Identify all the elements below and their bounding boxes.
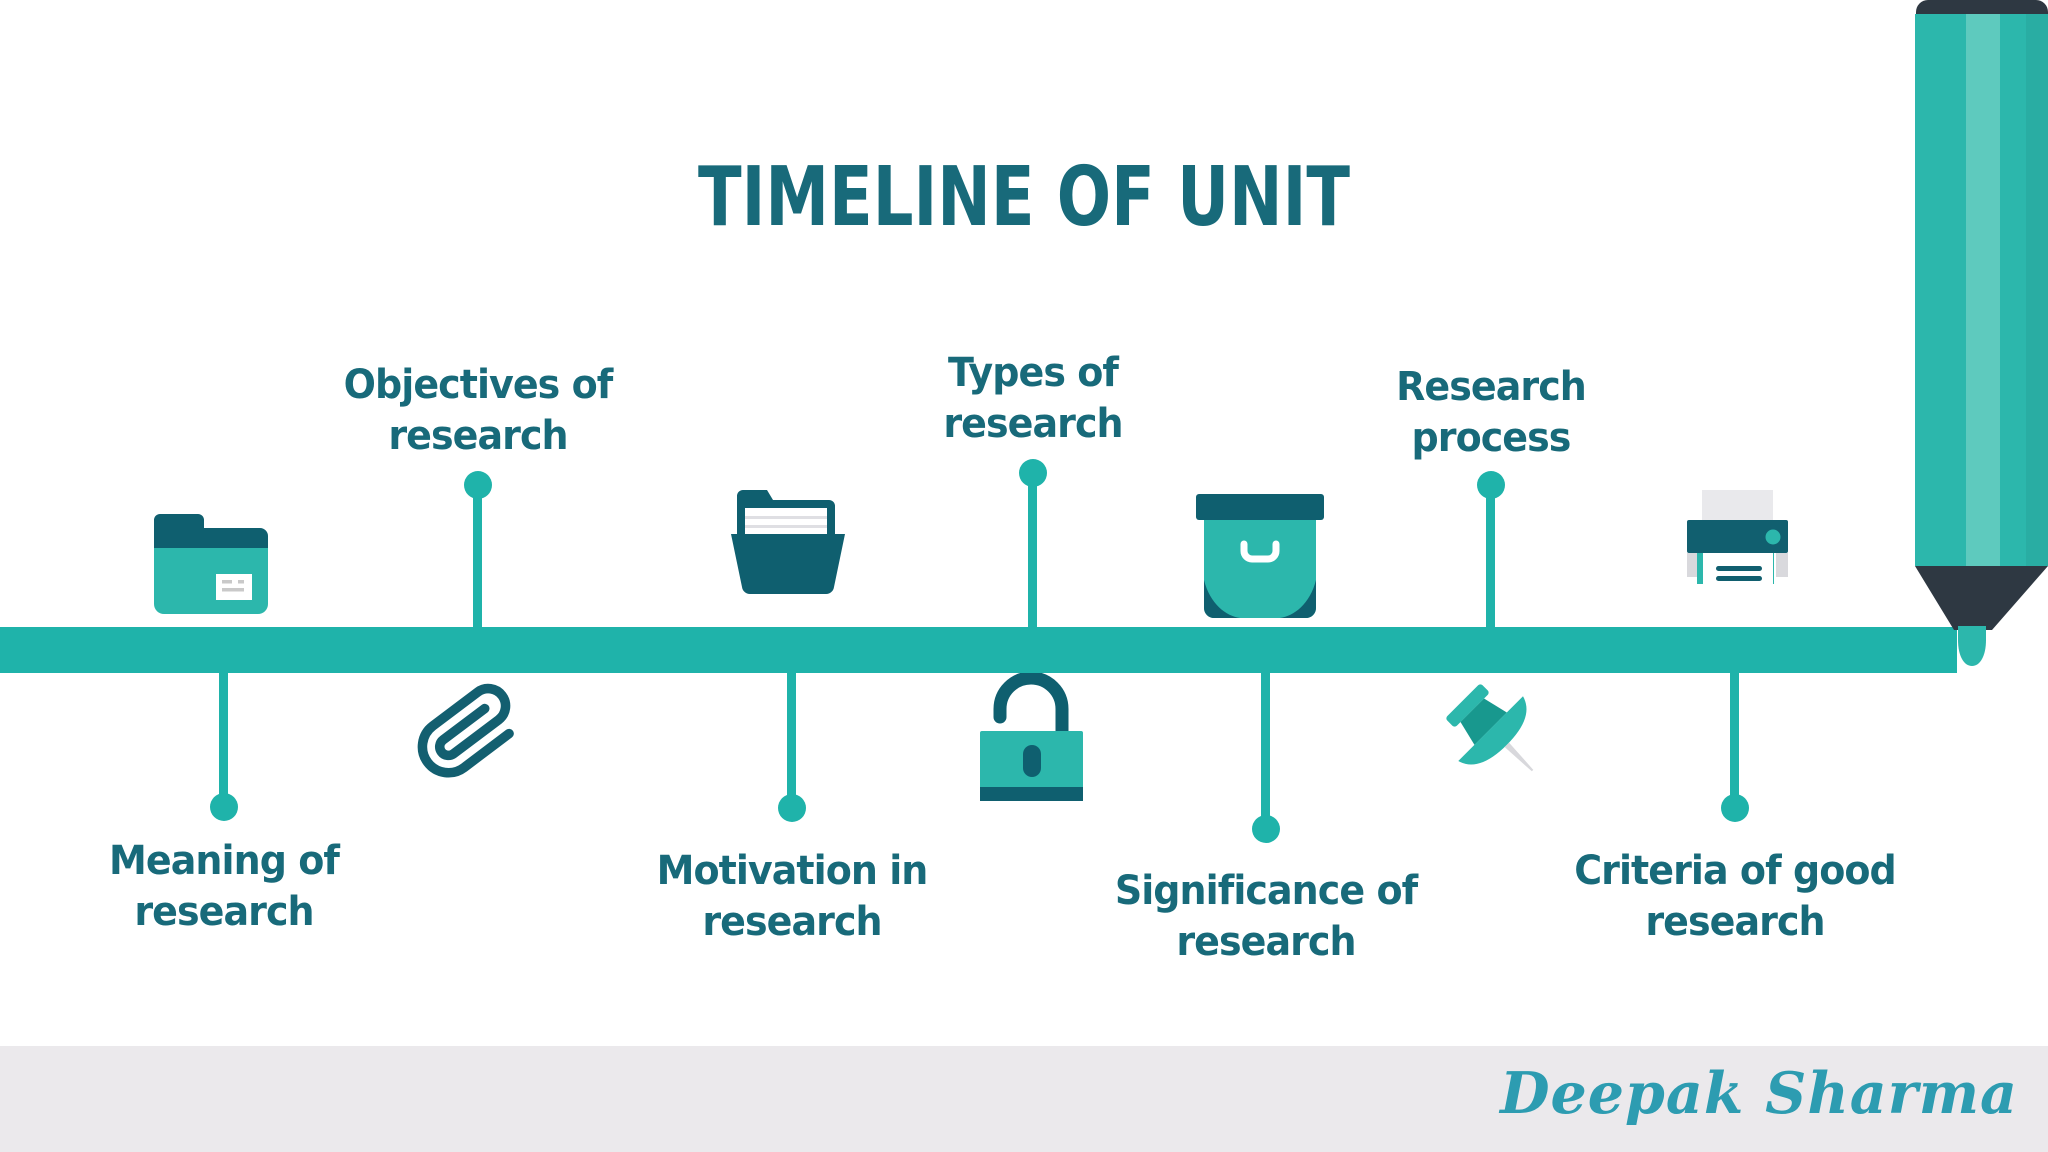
- timeline-node-dot: [210, 793, 238, 821]
- pushpin-icon: [1446, 684, 1534, 772]
- timeline-bar: [0, 627, 1957, 673]
- printer-icon: [1687, 490, 1788, 594]
- archive-box-icon: [1196, 494, 1324, 618]
- milestone-label: Meaning of research: [109, 838, 340, 936]
- timeline-node-dot: [1477, 471, 1505, 499]
- milestone-label: Types of research: [943, 350, 1123, 448]
- timeline-connector: [1730, 673, 1739, 808]
- page-title: TIMELINE OF UNIT: [697, 150, 1351, 245]
- milestone-label: Motivation in research: [656, 848, 929, 946]
- author-signature: Deepak Sharma: [1500, 1060, 2018, 1127]
- timeline-connector: [1486, 485, 1495, 627]
- timeline-node-dot: [464, 471, 492, 499]
- open-folder-icon: [731, 490, 845, 594]
- timeline-connector: [787, 673, 796, 808]
- highlighter-marker-icon: [1915, 0, 2048, 666]
- timeline-node-dot: [1019, 459, 1047, 487]
- closed-folder-icon: [154, 514, 268, 614]
- milestone-label: Research process: [1396, 364, 1587, 462]
- open-padlock-icon: [980, 673, 1083, 801]
- timeline-node-dot: [778, 794, 806, 822]
- timeline-connector: [473, 485, 482, 627]
- paperclip-icon: [417, 683, 514, 778]
- timeline-node-dot: [1721, 794, 1749, 822]
- timeline-node-dot: [1252, 815, 1280, 843]
- milestone-label: Criteria of good research: [1574, 848, 1896, 946]
- footer-strip: [0, 1046, 2048, 1152]
- milestone-label: Objectives of research: [343, 362, 614, 460]
- milestone-label: Significance of research: [1114, 868, 1418, 966]
- timeline-connector: [219, 673, 228, 807]
- timeline-connector: [1261, 673, 1270, 829]
- timeline-connector: [1028, 473, 1037, 627]
